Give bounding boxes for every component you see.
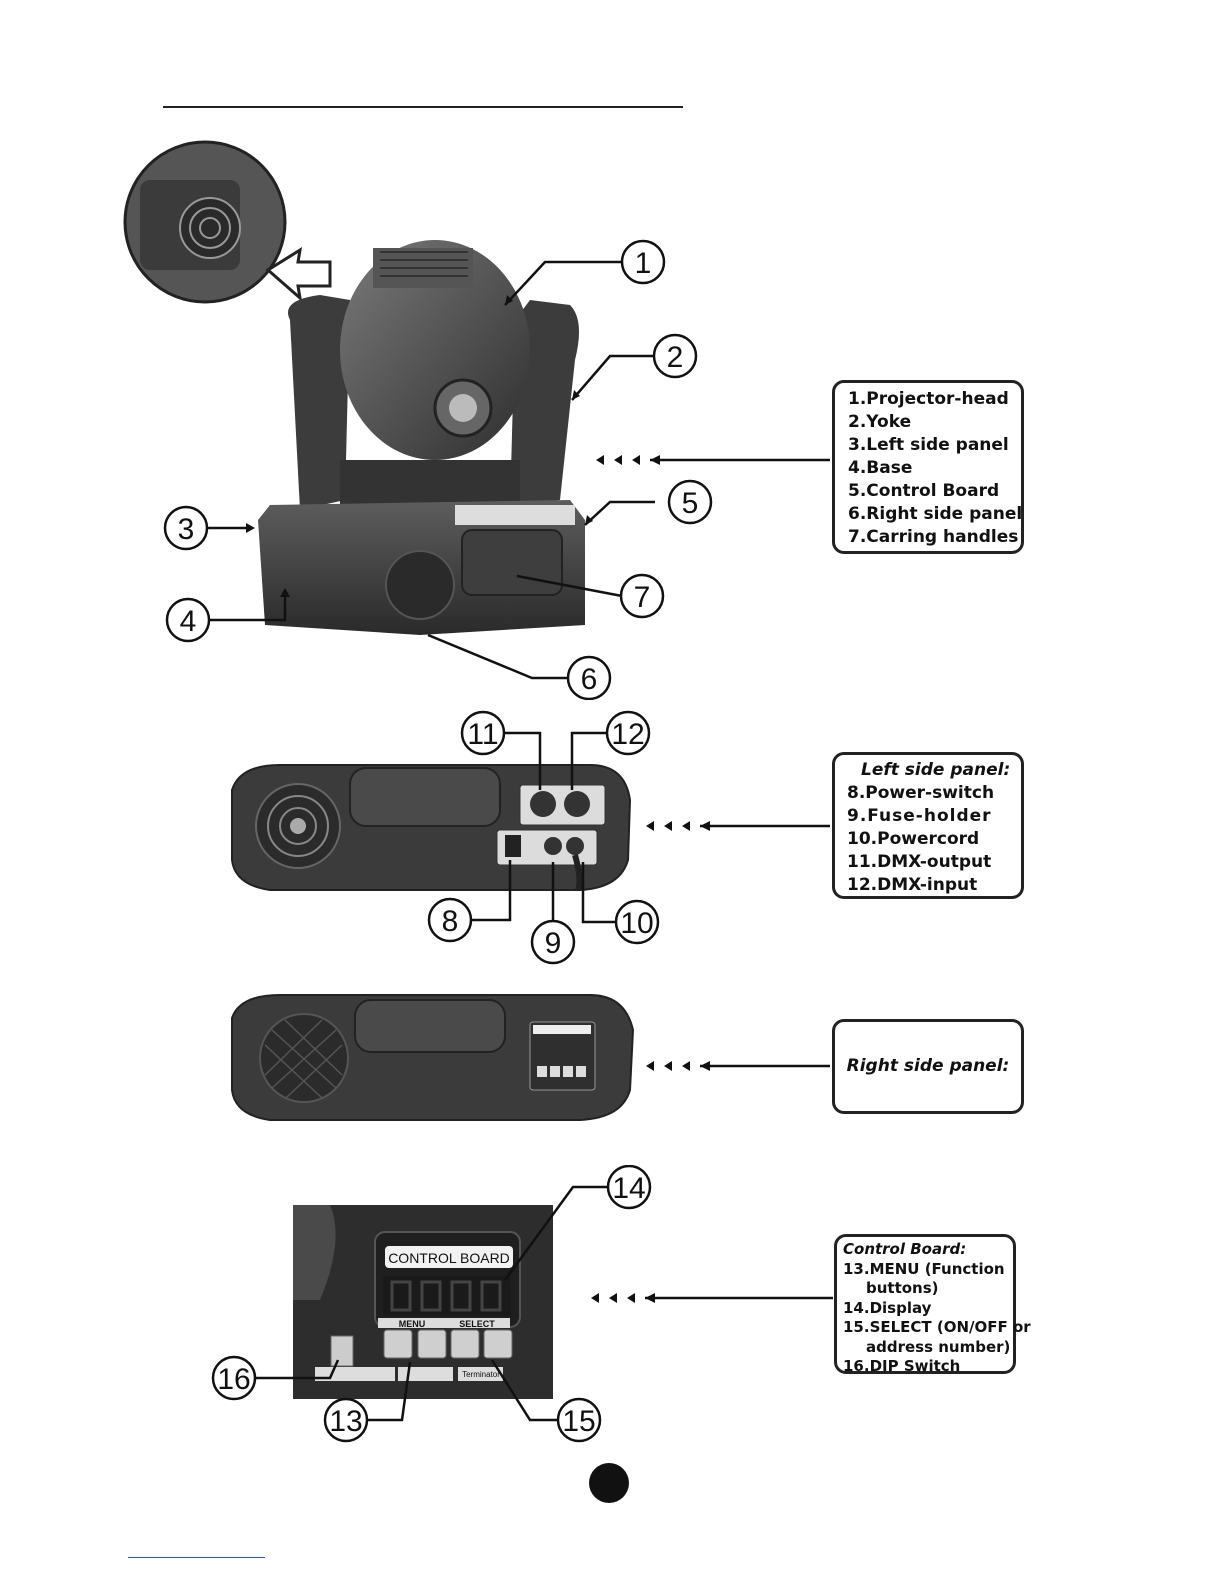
menu-label: MENU — [399, 1319, 426, 1329]
terminator-label: Terminator — [462, 1370, 500, 1379]
callout-9: 9 — [545, 927, 562, 960]
legend-control-item: 16.DIP Switch — [843, 1357, 961, 1375]
callout-14: 14 — [612, 1172, 645, 1205]
legend-left-item: 9.Fuse-holder — [847, 806, 992, 826]
select-button-2[interactable] — [483, 1329, 513, 1359]
legend-control-item: address number) — [866, 1337, 1011, 1356]
right-side-panel-illustration — [231, 994, 830, 1121]
legend-main-item: 6.Right side panel — [848, 504, 1023, 524]
right-panel-body — [231, 994, 635, 1121]
pointer-arrow-left — [646, 821, 830, 831]
legend-main: 1.Projector-head 2.Yoke 3.Left side pane… — [832, 380, 1024, 554]
dip-switch[interactable] — [330, 1335, 354, 1367]
fixture-illustration: 1 2 3 5 4 7 6 — [123, 140, 830, 700]
callout-7: 7 — [634, 581, 651, 614]
menu-button-2[interactable] — [417, 1329, 447, 1359]
legend-main-item: 4.Base — [848, 458, 913, 478]
callout-12: 12 — [611, 718, 644, 751]
left-side-panel-illustration: 11 12 8 9 10 — [231, 710, 830, 965]
legend-left-side-panel: Left side panel: 8.Power-switch 9.Fuse-h… — [832, 752, 1024, 899]
callout-3: 3 — [178, 513, 195, 546]
legend-control-title: Control Board: — [843, 1240, 967, 1258]
legend-main-item: 1.Projector-head — [848, 389, 1009, 409]
footer-rule — [128, 1557, 265, 1558]
legend-control-item: 14.Display — [843, 1298, 932, 1317]
header-rule — [163, 106, 683, 108]
legend-main-item: 3.Left side panel — [848, 435, 1009, 455]
callout-11: 11 — [467, 718, 498, 751]
callout-16: 16 — [217, 1363, 250, 1396]
legend-main-item: 5.Control Board — [848, 481, 1000, 501]
menu-button-1[interactable] — [383, 1329, 413, 1359]
pointer-arrow-control — [591, 1293, 833, 1303]
legend-left-item: 12.DMX-input — [847, 875, 978, 895]
left-panel-body — [231, 764, 632, 892]
legend-main-item: 2.Yoke — [848, 412, 912, 432]
legend-right-title: Right side panel: — [846, 1056, 1010, 1076]
callout-lines — [205, 260, 655, 680]
legend-control-item: buttons) — [866, 1279, 939, 1297]
callout-6: 6 — [581, 663, 598, 696]
callout-5: 5 — [682, 487, 699, 520]
legend-control-item: 15.SELECT (ON/OFF or — [843, 1318, 1031, 1336]
callout-1: 1 — [635, 247, 652, 280]
legend-left-item: 8.Power-switch — [847, 783, 995, 803]
select-label: SELECT — [459, 1319, 495, 1329]
callout-13: 13 — [329, 1405, 362, 1438]
pointer-arrow-main — [596, 455, 830, 465]
fan-detail-inset — [123, 140, 332, 304]
callout-10: 10 — [620, 907, 653, 940]
legend-control-board: Control Board: 13.MENU (Function buttons… — [834, 1234, 1031, 1375]
pointer-arrow-right — [646, 1061, 830, 1071]
callout-2: 2 — [667, 341, 684, 374]
legend-main-item: 7.Carring handles — [848, 527, 1019, 547]
legend-left-title: Left side panel: — [861, 760, 1011, 780]
legend-left-item: 11.DMX-output — [847, 852, 992, 872]
legend-control-item: 13.MENU (Function — [843, 1259, 1005, 1278]
legend-right-side-panel: Right side panel: — [832, 1019, 1024, 1114]
control-board-illustration: CONTROL BOARD MENU SELECT Terminator 14 … — [211, 1165, 833, 1443]
select-button-1[interactable] — [450, 1329, 480, 1359]
callout-15: 15 — [562, 1405, 595, 1438]
page-number-dot — [589, 1463, 629, 1503]
callout-4: 4 — [180, 605, 197, 638]
callout-8: 8 — [442, 905, 459, 938]
control-board-label: CONTROL BOARD — [388, 1250, 510, 1266]
base — [258, 500, 585, 635]
legend-left-item: 10.Powercord — [847, 829, 980, 849]
projector-head — [340, 240, 530, 460]
